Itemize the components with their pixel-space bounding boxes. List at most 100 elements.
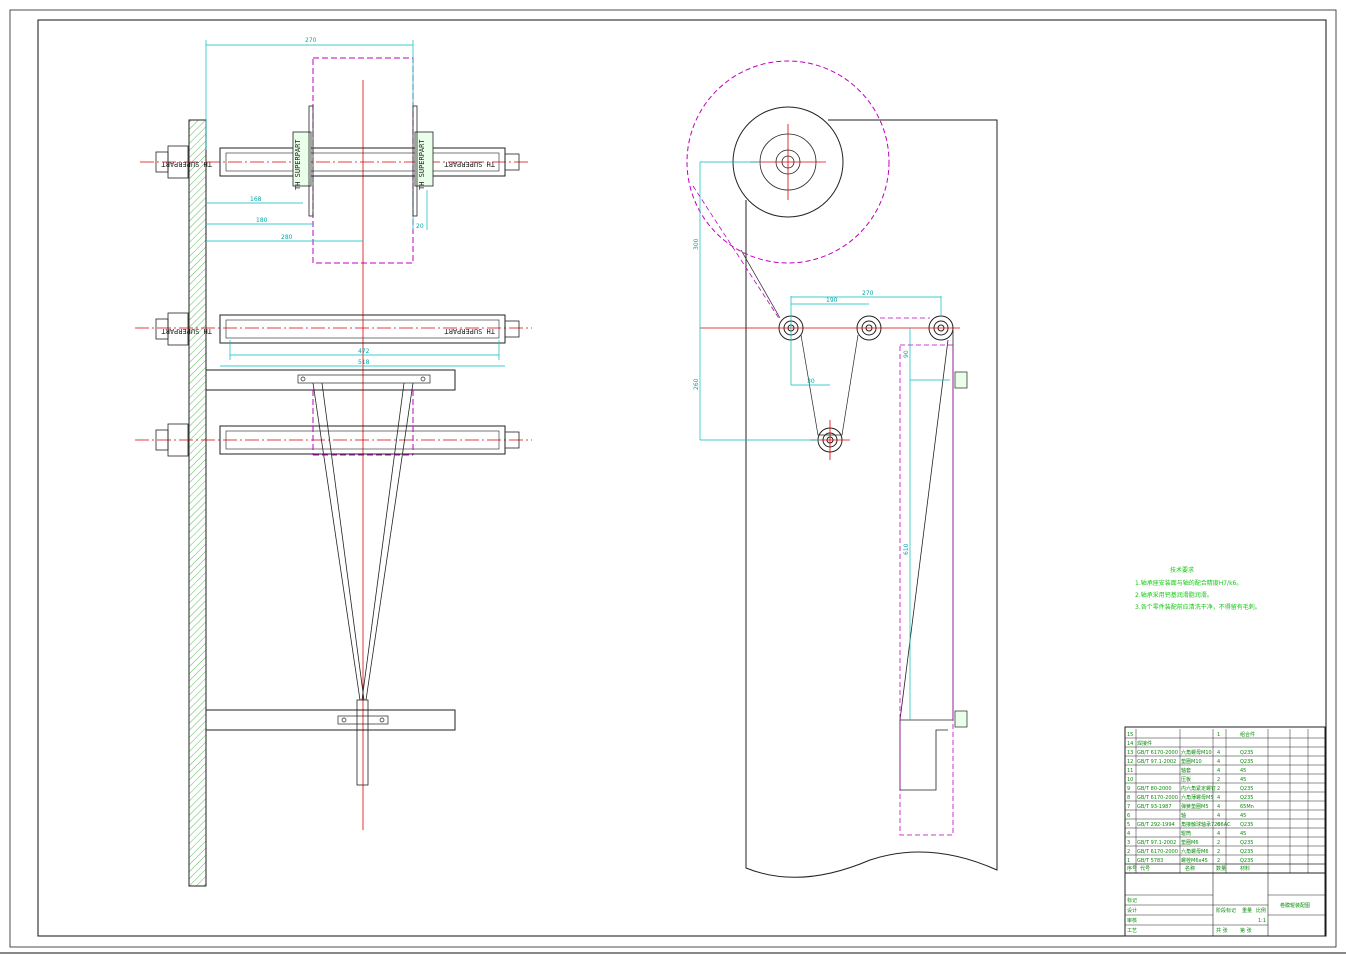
roller-label-1a: TH SUPERPART xyxy=(161,160,212,168)
notes-line-2: 2.轴承采用钙基润滑脂润滑。 xyxy=(1135,591,1213,599)
bom-qty: 4 xyxy=(1217,795,1220,801)
bom-name: 辊筒 xyxy=(1181,830,1191,837)
bom-material: Q235 xyxy=(1240,795,1253,801)
bom-name: 压板 xyxy=(1181,776,1191,783)
bom-header-material: 材料 xyxy=(1240,865,1250,872)
roller-label-2b: TH SUPERPART xyxy=(444,327,495,335)
bom-name: 轴 xyxy=(1181,812,1186,819)
bom-qty: 2 xyxy=(1217,840,1220,846)
dim-v2: 260 xyxy=(693,378,700,390)
bom-qty: 4 xyxy=(1217,750,1220,756)
bom-name: 轴套 xyxy=(1181,767,1191,774)
bom-qty: 2 xyxy=(1217,786,1220,792)
outer-frame xyxy=(9,9,1337,948)
bom-material: 45 xyxy=(1240,831,1246,837)
sign-row-3: 审核 xyxy=(1127,917,1137,924)
bom-name: 角接触球轴承7206AC xyxy=(1181,821,1231,828)
bom-name: 内六角紧定螺钉 xyxy=(1181,785,1216,792)
bom-no: 4 xyxy=(1127,831,1130,837)
bom-material: Q235 xyxy=(1240,786,1253,792)
bom-no: 15 xyxy=(1127,732,1133,738)
dim-v1: 300 xyxy=(693,238,700,250)
bom-code: GB/T 6170-2000 xyxy=(1137,750,1178,756)
sign-row-4: 工艺 xyxy=(1127,928,1137,934)
bom-no: 6 xyxy=(1127,813,1130,819)
notes-line-1: 1.轴承座安装面与轴的配合精度H7/k6。 xyxy=(1135,579,1242,587)
bom-name: 六角螺母M6 xyxy=(1181,848,1209,855)
bom-no: 9 xyxy=(1127,786,1130,792)
vertical-label-a: TH SUPERPART xyxy=(294,139,302,190)
bom-qty: 4 xyxy=(1217,813,1220,819)
bom-header-code: 代号 xyxy=(1140,865,1150,872)
bom-material: Q235 xyxy=(1240,822,1253,828)
bom-name: 垫圈M10 xyxy=(1181,758,1202,765)
dim-v4: 610 xyxy=(903,543,910,555)
drawing-name: 卷膜辊装配图 xyxy=(1280,902,1310,909)
bom-qty: 2 xyxy=(1217,777,1220,783)
bom-code: GB/T 97.1-2002 xyxy=(1137,840,1176,846)
front-view: 270 168 180 280 20 TH SUPERPART TH SUPER… xyxy=(135,37,532,887)
bom-no: 14 xyxy=(1127,741,1133,747)
dim-roller-len: 472 xyxy=(358,348,370,355)
inner-frame xyxy=(37,19,1327,937)
roller-label-1b: TH SUPERPART xyxy=(444,160,495,168)
bom-material: 45 xyxy=(1240,813,1246,819)
roller-label-2a: TH SUPERPART xyxy=(161,327,212,335)
bom-code: GB/T 6170-2000 xyxy=(1137,795,1178,801)
dim-v3: 90 xyxy=(903,350,910,358)
bom-code: GB/T 6170-2000 xyxy=(1137,849,1178,855)
mounting-wall xyxy=(188,119,207,887)
bom-no: 13 xyxy=(1127,750,1133,756)
bom-name: 六角螺母M10 xyxy=(1181,749,1212,756)
bom-no: 2 xyxy=(1127,849,1130,855)
dim-d4: 20 xyxy=(416,223,424,230)
dim-top-width: 270 xyxy=(305,37,317,44)
notes-line-3: 3.各个零件装配前应清洗干净，不得留有毛刺。 xyxy=(1135,603,1261,611)
dim-d1: 168 xyxy=(250,196,262,203)
dim-h2: 270 xyxy=(862,290,874,297)
bom-qty: 4 xyxy=(1217,759,1220,765)
bom-code: GB/T 97.1-2002 xyxy=(1137,759,1176,765)
roller-1: TH SUPERPART TH SUPERPART TH SUPERPART T… xyxy=(140,105,530,217)
bom-no: 8 xyxy=(1127,795,1130,801)
bom-no: 11 xyxy=(1127,768,1133,774)
bom-code: GB/T 5783 xyxy=(1137,858,1163,864)
bom-name: 螺栓M6x45 xyxy=(1181,857,1208,864)
bom-code: 焊接件 xyxy=(1137,740,1152,747)
dim-h1: 190 xyxy=(826,297,838,304)
bom-material: Q235 xyxy=(1240,759,1253,765)
dim-roller-len2: 518 xyxy=(358,359,370,366)
misc-sheets: 共 张 xyxy=(1216,927,1228,934)
bom-no: 5 xyxy=(1127,822,1130,828)
bom-material: 45 xyxy=(1240,777,1246,783)
bom-material: 65Mn xyxy=(1240,804,1254,810)
misc-stage: 阶段标记 xyxy=(1216,907,1236,914)
bom-no: 7 xyxy=(1127,804,1130,810)
roller-3 xyxy=(135,423,532,457)
misc-weight: 重量 xyxy=(1242,907,1252,914)
bom-name: 弹簧垫圈M5 xyxy=(1181,803,1209,810)
bom-header-name: 名称 xyxy=(1185,865,1195,872)
dim-d2: 180 xyxy=(256,217,268,224)
bom-material: Q235 xyxy=(1240,840,1253,846)
bom-code: GB/T 292-1994 xyxy=(1137,822,1175,828)
bom-qty: 4 xyxy=(1217,831,1220,837)
bom-qty: 4 xyxy=(1217,804,1220,810)
bom-qty: 2 xyxy=(1217,849,1220,855)
misc-scale: 比例 xyxy=(1256,907,1266,914)
misc-sheet-no: 第 张 xyxy=(1240,927,1252,934)
dim-h3: 30 xyxy=(807,378,815,385)
roller-2: TH SUPERPART TH SUPERPART 472 518 xyxy=(135,312,532,367)
bom-no: 12 xyxy=(1127,759,1133,765)
notes-title: 技术要求 xyxy=(1170,566,1194,574)
bom-code: GB/T 80-2000 xyxy=(1137,786,1172,792)
vertical-label-b: TH SUPERPART xyxy=(418,139,426,190)
bom-material: 组合件 xyxy=(1240,731,1255,738)
bom-name: 六角薄螺母M5 xyxy=(1181,794,1214,801)
bom-qty: 6 xyxy=(1217,822,1220,828)
bom-qty: 2 xyxy=(1217,858,1220,864)
bom-material: 45 xyxy=(1240,768,1246,774)
bom-material: Q235 xyxy=(1240,858,1253,864)
